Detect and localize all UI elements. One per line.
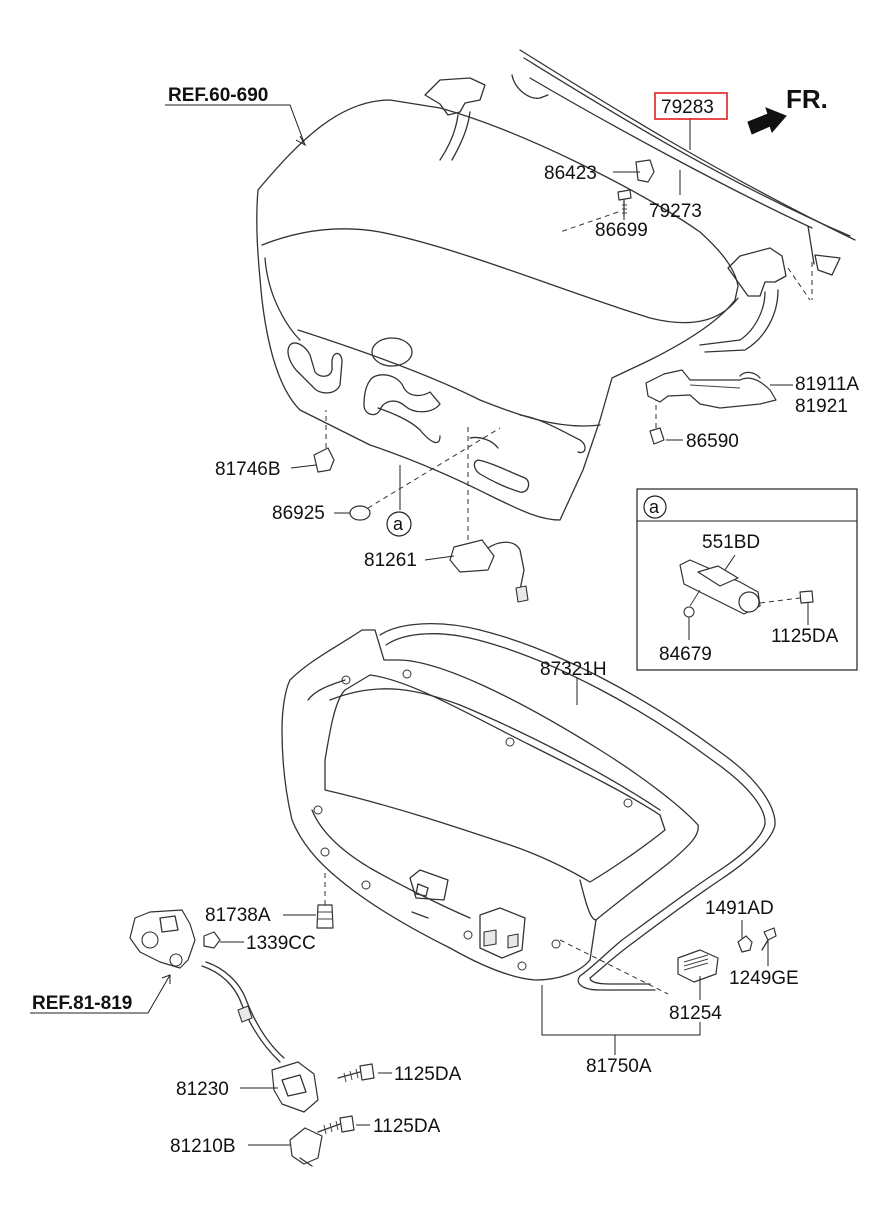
part-87321h: 87321H <box>540 659 607 680</box>
part-86699: 86699 <box>595 220 648 241</box>
detail-a-marker-label: a <box>649 497 660 517</box>
part-81210b: 81210B <box>170 1136 236 1157</box>
front-direction-arrow <box>747 107 787 135</box>
part-1125da-striker: 1125DA <box>373 1116 441 1137</box>
part-1339cc: 1339CC <box>246 933 316 954</box>
callout-a: a <box>386 511 412 537</box>
part-81230: 81230 <box>176 1079 229 1100</box>
ref-lower-label: REF.81-819 <box>32 993 132 1014</box>
part-1125da-detail: 1125DA <box>771 626 839 647</box>
part-81921: 81921 <box>795 396 848 417</box>
part-81261: 81261 <box>364 550 417 571</box>
part-81254: 81254 <box>669 1003 722 1024</box>
part-81738a: 81738A <box>205 905 271 926</box>
part-1125da-actuator: 1125DA <box>394 1064 462 1085</box>
highlight-box <box>654 92 728 120</box>
trunk-lid <box>256 49 856 603</box>
part-79283: 79283 <box>661 97 714 118</box>
part-81911a: 81911A <box>795 374 859 395</box>
ref-upper-label: REF.60-690 <box>168 85 268 106</box>
part-1491ad: 1491AD <box>705 898 774 919</box>
front-label: FR. <box>786 84 828 114</box>
part-551bd: 551BD <box>702 532 760 553</box>
part-84679: 84679 <box>659 644 712 665</box>
callout-a-label: a <box>393 514 404 534</box>
part-86423: 86423 <box>544 163 597 184</box>
trunk-lid-inner <box>281 623 777 995</box>
leader-lines <box>30 104 793 1146</box>
detail-a-box: a <box>636 488 858 671</box>
part-86925: 86925 <box>272 503 325 524</box>
labels: FR. REF.60-690 REF.81-819 79283 86423 79… <box>32 84 859 1157</box>
part-79273: 79273 <box>649 201 702 222</box>
part-81750a: 81750A <box>586 1056 652 1077</box>
part-81746b: 81746B <box>215 459 281 480</box>
part-86590: 86590 <box>686 431 739 452</box>
latch-assembly <box>129 909 375 1167</box>
part-1249ge: 1249GE <box>729 968 799 989</box>
